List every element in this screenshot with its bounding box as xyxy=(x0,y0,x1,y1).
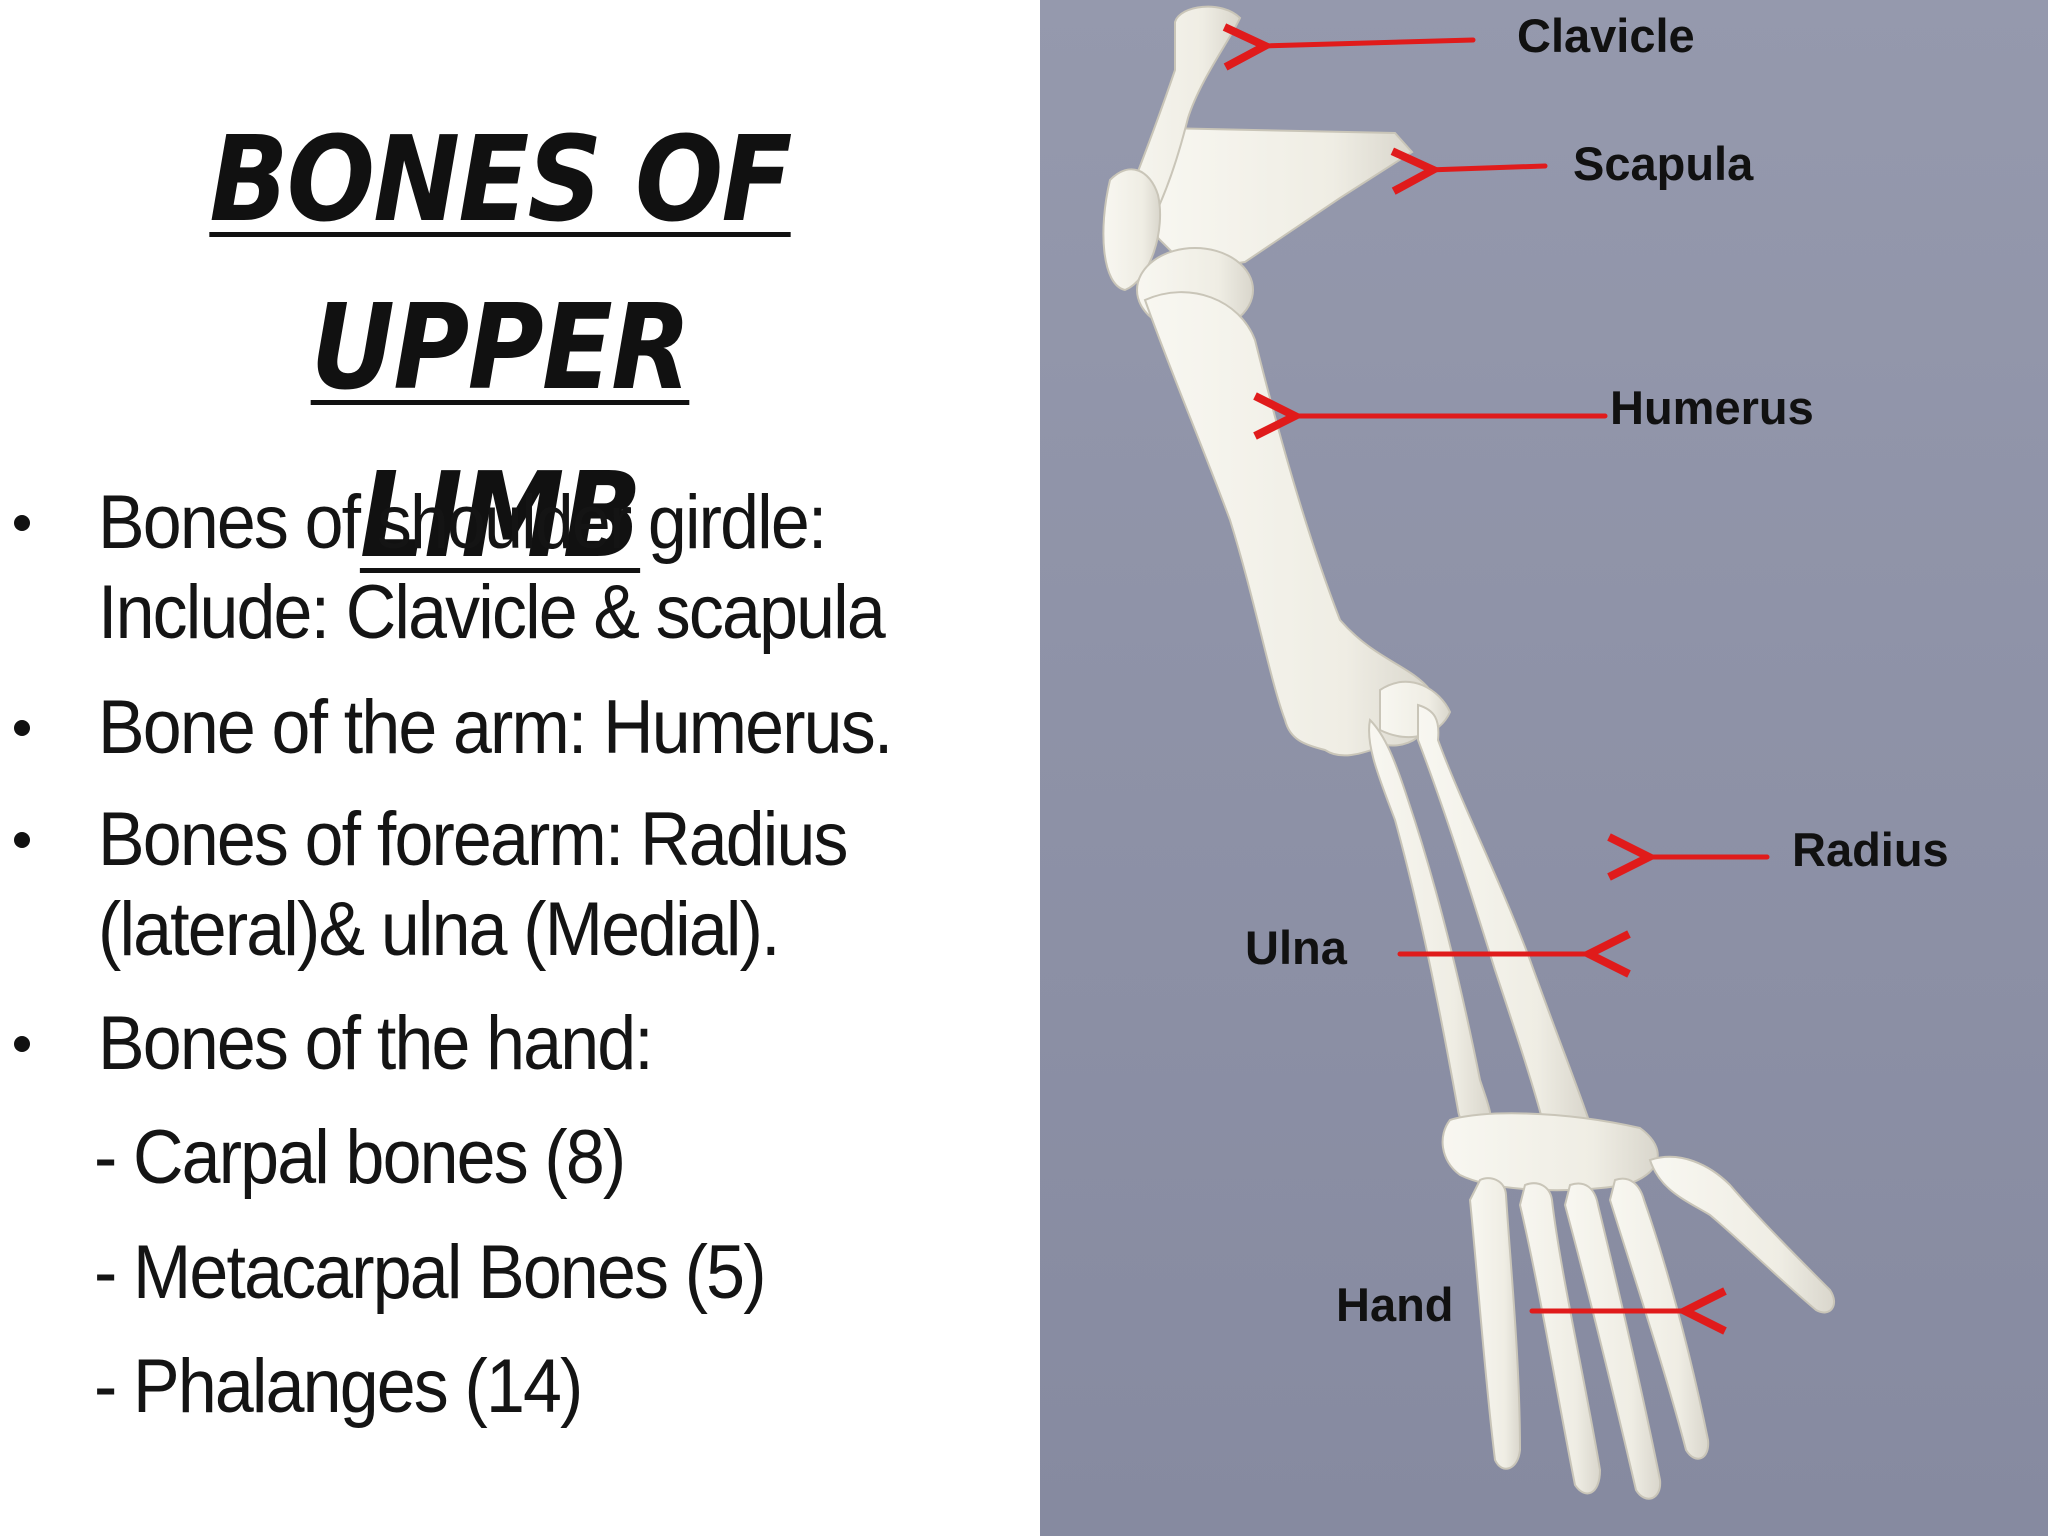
label-scapula: Scapula xyxy=(1573,137,1754,190)
bullet-text: Bones of shoulder girdle: xyxy=(98,480,827,565)
label-hand: Hand xyxy=(1336,1278,1454,1331)
label-clavicle: Clavicle xyxy=(1517,9,1695,62)
skeleton-figure: Clavicle Scapula Humerus Radius Ulna Han… xyxy=(1040,0,2048,1536)
slide-title: BONES OF UPPER LIMB xyxy=(60,95,940,599)
hand-subitem: - Metacarpal Bones (5) xyxy=(94,1230,767,1315)
bullet-text: Bone of the arm: Humerus. xyxy=(98,685,893,770)
bullet-dot xyxy=(14,1036,30,1052)
bullet-text: Bones of forearm: Radius xyxy=(98,797,849,882)
text-panel: BONES OF UPPER LIMB Bones of shoulder gi… xyxy=(14,95,940,1429)
label-ulna: Ulna xyxy=(1245,921,1347,974)
title-line-1: BONES OF UPPER xyxy=(209,110,792,416)
label-humerus: Humerus xyxy=(1610,381,1814,434)
bullet-text: Include: Clavicle & scapula xyxy=(98,570,886,655)
bullet-text: (lateral)& ulna (Medial). xyxy=(98,887,780,972)
bullet-dot xyxy=(14,515,30,531)
bullet-dot xyxy=(14,832,30,848)
bullet-text: Bones of the hand: xyxy=(98,1001,654,1086)
arm-skeleton-illustration xyxy=(1040,0,2048,1536)
label-radius: Radius xyxy=(1792,823,1949,876)
title-line-2: LIMB xyxy=(359,446,642,584)
hand-subitem: - Phalanges (14) xyxy=(94,1344,583,1429)
bullet-dot xyxy=(14,720,30,736)
bullet-list: Bones of shoulder girdle: Include: Clavi… xyxy=(14,480,893,1429)
hand-subitem: - Carpal bones (8) xyxy=(94,1115,626,1200)
